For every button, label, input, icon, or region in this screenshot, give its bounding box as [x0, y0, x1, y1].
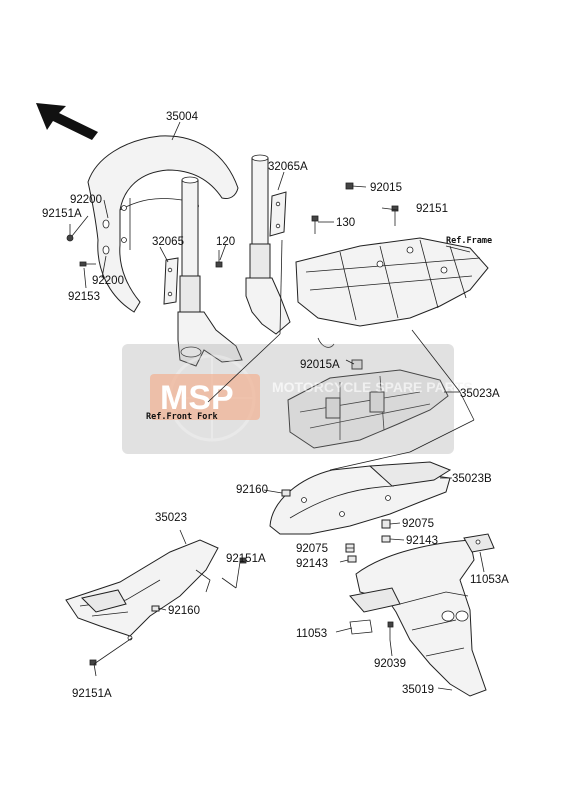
label-35023B: 35023B: [452, 473, 492, 485]
front-fork-right: [245, 154, 291, 335]
label-35019: 35019: [402, 684, 434, 696]
fender-bracket-32065: [163, 257, 179, 305]
label-11053: 11053: [296, 628, 327, 640]
ref-frame-label: Ref.Frame: [446, 236, 492, 246]
label-92151A-a: 92151A: [42, 208, 82, 220]
washer-92200-b: [102, 245, 110, 255]
label-32065A: 32065A: [268, 161, 308, 173]
label-92151A-c: 92151A: [72, 688, 112, 700]
bolt-92151A-bottom: [89, 659, 97, 666]
bolt-92153: [79, 261, 96, 267]
clip-92143-b: [347, 555, 357, 563]
ref-front-fork-label: Ref.Front Fork: [146, 412, 218, 422]
label-130: 130: [336, 217, 355, 229]
undertray-35023A: [287, 369, 449, 449]
bolt-130: [311, 215, 319, 234]
label-35023: 35023: [155, 512, 187, 524]
bolt-92039: [387, 621, 394, 640]
label-92160-b: 92160: [168, 605, 200, 617]
label-92160-a: 92160: [236, 484, 268, 496]
nut-92075-a: [381, 519, 391, 529]
front-direction-arrow-icon: [36, 103, 98, 140]
watermark-text: MOTORCYCLE SPARE PARTS: [272, 379, 473, 395]
nut-92015A: [351, 359, 363, 370]
inner-fender-35023: [65, 539, 219, 641]
watermark-logo: MSP: [160, 379, 234, 417]
bolt-120: [215, 250, 223, 268]
label-11053A: 11053A: [470, 574, 509, 586]
bolt-92151-top: [391, 205, 399, 226]
label-92075-b: 92075: [296, 543, 328, 555]
label-35023A: 35023A: [460, 388, 500, 400]
label-35004: 35004: [166, 111, 199, 123]
label-120: 120: [216, 236, 235, 248]
part-labels: 35004 32065A 92015 92200 92151A 130 9215…: [42, 111, 509, 700]
label-92151A-b: 92151A: [226, 553, 266, 565]
label-92151-top: 92151: [416, 203, 448, 215]
label-92015-top: 92015: [370, 182, 402, 194]
nut-92015: [345, 182, 354, 190]
label-92075-a: 92075: [402, 518, 434, 530]
watermark: MSP MOTORCYCLE SPARE PARTS: [122, 344, 473, 454]
leader-lines: [71, 121, 485, 691]
bolt-92151A-right: [239, 557, 247, 564]
label-92143-a: 92143: [406, 535, 438, 547]
label-92200-b: 92200: [92, 275, 124, 287]
front-fork-left: [177, 176, 243, 367]
rear-frame: [295, 237, 489, 327]
fender-bracket-32065A: [269, 191, 287, 237]
clip-92160-a: [281, 489, 291, 497]
label-92015A: 92015A: [300, 359, 340, 371]
label-92200-a: 92200: [70, 194, 102, 206]
bracket-11053A: [463, 533, 495, 553]
clip-92160-b: [151, 605, 160, 612]
bolt-92151A-front: [66, 224, 74, 242]
rear-fender-35019: [349, 539, 487, 697]
label-92153: 92153: [68, 291, 100, 303]
label-92143-b: 92143: [296, 558, 328, 570]
seat-cowl-35023B: [269, 461, 452, 535]
washer-92200-a: [102, 219, 110, 229]
label-32065: 32065: [152, 236, 184, 248]
label-92039: 92039: [374, 658, 406, 670]
clip-92143-a: [381, 535, 391, 543]
bracket-11053: [349, 619, 373, 635]
